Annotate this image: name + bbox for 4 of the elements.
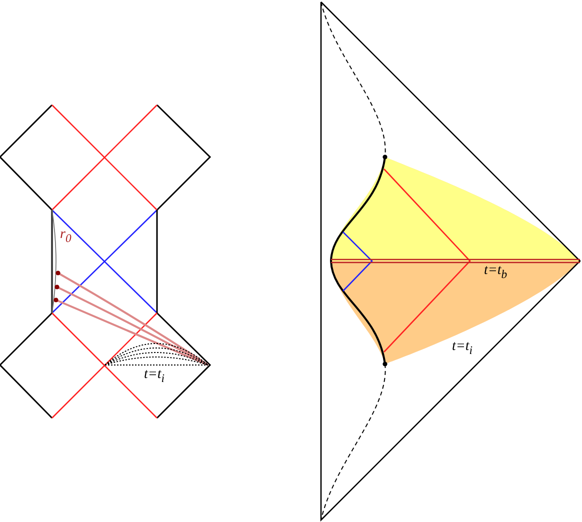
math-label: t=t$_{i}$ [144, 368, 164, 384]
math-label: t=t$_{b}$ [484, 264, 508, 280]
math-label: t=t$_{i}$ [452, 340, 472, 356]
math-label: r$_{0}$ [60, 228, 72, 244]
